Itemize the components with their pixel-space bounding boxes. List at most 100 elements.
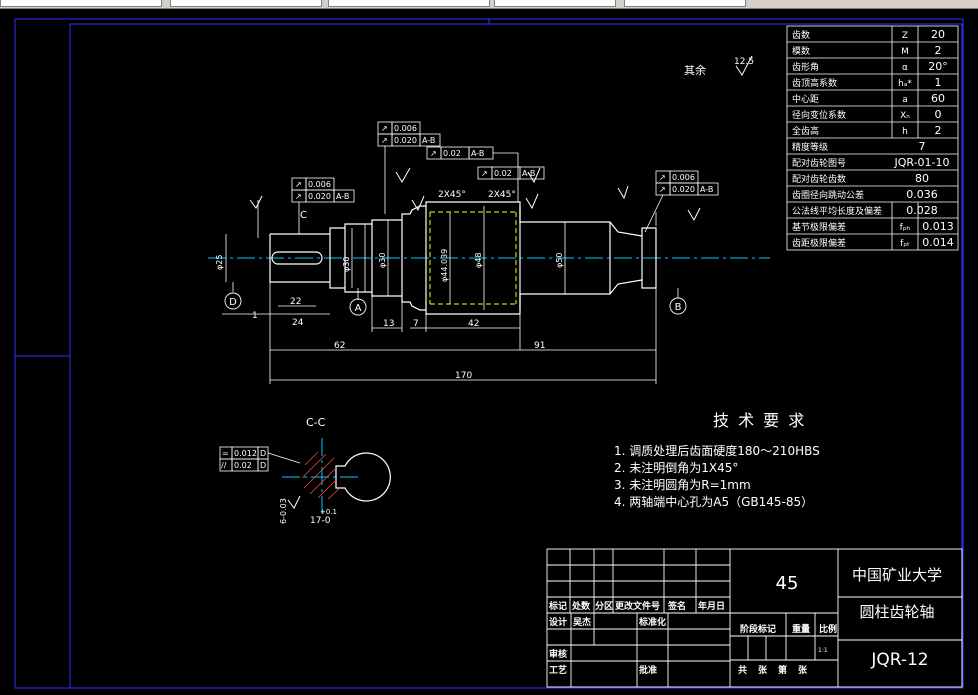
- drawing-number: JQR-12: [870, 650, 928, 670]
- dia-a: φ30: [342, 257, 351, 272]
- tol-ref: A-B: [471, 149, 484, 158]
- param-value: 20°: [928, 60, 948, 73]
- tol-symbol: ↗: [295, 180, 302, 189]
- param-value: 20: [931, 28, 945, 41]
- dim-tolerance: +0.1: [320, 508, 337, 516]
- chamfer-label: 2X45°: [488, 190, 516, 200]
- param-name: 齿形角: [792, 61, 819, 73]
- layer-field[interactable]: [0, 0, 162, 7]
- tb-label: 审核: [549, 648, 567, 660]
- tb-label: 设计: [549, 616, 567, 628]
- tol-value: 0.02: [234, 461, 252, 470]
- param-value: 2: [935, 44, 942, 57]
- tech-req-title: 技 术 要 求: [713, 411, 806, 430]
- roughness-value: 12.5: [734, 57, 754, 67]
- param-value: 0.013: [922, 220, 954, 233]
- tol-symbol: ↗: [295, 192, 302, 201]
- param-value: 60: [931, 92, 945, 105]
- tol-value: 0.006: [672, 173, 695, 182]
- linetype-field[interactable]: [170, 0, 322, 7]
- param-symbol: h: [902, 127, 908, 137]
- param-value: 1: [935, 76, 942, 89]
- dim-17: 17-0: [310, 516, 331, 526]
- roughness-symbols: [249, 55, 753, 509]
- tb-label: 重量: [792, 623, 810, 635]
- param-name: 齿顶高系数: [792, 77, 837, 89]
- dim-24: 24: [292, 318, 304, 328]
- plot-style-field[interactable]: [624, 0, 746, 7]
- param-symbol: M: [901, 47, 909, 57]
- param-name: 公法线平均长度及偏差: [792, 205, 882, 217]
- param-name: 齿距极限偏差: [792, 237, 846, 249]
- dia-left: φ25: [215, 255, 224, 270]
- param-value: 2: [935, 124, 942, 137]
- tol-symbol: ↗: [481, 169, 488, 178]
- param-name: 精度等级: [792, 141, 828, 153]
- dimension-lines: [222, 206, 657, 384]
- tolerance-leaders: [219, 121, 719, 472]
- tb-label: 更改文件号: [615, 600, 660, 612]
- dia-c: φ48: [474, 253, 483, 268]
- param-name: 配对齿轮图号: [792, 157, 846, 169]
- toolbar: [0, 0, 978, 9]
- dim-1: 1: [252, 311, 258, 321]
- tol-symbol: ↗: [430, 149, 437, 158]
- tol-symbol: ↗: [381, 136, 388, 145]
- param-name: 齿圈径向跳动公差: [792, 189, 864, 201]
- section-mark: C: [300, 210, 307, 221]
- tol-symbol: =: [222, 449, 229, 458]
- chamfer-label: 2X45°: [438, 190, 466, 200]
- tb-label: 签名: [667, 600, 686, 612]
- gear-tooth-lines: [429, 211, 517, 305]
- tech-req-item: 2. 未注明倒角为1X45°: [614, 460, 738, 475]
- tb-label: 工艺: [549, 664, 567, 676]
- center-lines: [208, 257, 770, 516]
- param-value: JQR-01-10: [893, 156, 949, 169]
- param-name: 中心距: [792, 93, 819, 105]
- dim-7: 7: [413, 319, 419, 329]
- param-name: 配对齿轮齿数: [792, 173, 846, 185]
- tb-label: 张: [798, 664, 808, 676]
- param-value: 0.014: [922, 236, 954, 249]
- school-name: 中国矿业大学: [852, 566, 942, 584]
- section-hatch: [301, 451, 341, 500]
- tol-value: 0.020: [672, 185, 695, 194]
- tol-value: 0.02: [443, 149, 461, 158]
- tb-label: 共: [738, 664, 747, 676]
- tol-ref: A-B: [522, 169, 535, 178]
- color-field[interactable]: [494, 0, 616, 7]
- tb-label: 张: [758, 664, 768, 676]
- datum-markers: [224, 292, 687, 316]
- tol-symbol: ↗: [381, 124, 388, 133]
- dim-91: 91: [534, 341, 545, 351]
- param-value: 80: [915, 172, 929, 185]
- tb-label: 分区: [595, 600, 613, 612]
- datum-b: B: [675, 302, 682, 313]
- cad-drawing[interactable]: D A B 其余 12.5 ↗ 0.006 ↗ 0.020 A-B ↗ 0.02…: [0, 8, 978, 695]
- tol-value: 0.006: [394, 124, 417, 133]
- tb-label: 年月日: [698, 600, 725, 612]
- param-symbol: fₚₕ: [900, 223, 911, 233]
- designer-name: 吴杰: [573, 616, 591, 628]
- dim-13: 13: [383, 319, 394, 329]
- param-value: 0.036: [906, 188, 938, 201]
- tol-ref: D: [260, 449, 266, 458]
- tech-req-item: 1. 调质处理后齿面硬度180～210HBS: [614, 443, 820, 458]
- tol-ref: A-B: [422, 136, 435, 145]
- param-name: 齿数: [792, 29, 810, 41]
- param-name: 基节极限偏差: [792, 221, 846, 233]
- param-value: 7: [919, 140, 926, 153]
- remaining-roughness-label: 其余: [684, 63, 706, 77]
- param-name: 径向变位系数: [792, 109, 846, 121]
- tol-symbol: //: [221, 461, 227, 470]
- part-name: 圆柱齿轮轴: [859, 603, 934, 621]
- tol-value: 0.020: [308, 192, 331, 201]
- param-name: 全齿高: [792, 125, 819, 137]
- tech-req-item: 3. 未注明圆角为R=1mm: [614, 477, 751, 492]
- param-symbol: hₐ*: [898, 79, 912, 89]
- tb-label: 标准化: [638, 616, 666, 628]
- lineweight-field[interactable]: [328, 0, 490, 7]
- param-name: 模数: [792, 45, 810, 57]
- dia-small: 6-0.03: [279, 498, 288, 524]
- drawing-frame: [14, 18, 964, 689]
